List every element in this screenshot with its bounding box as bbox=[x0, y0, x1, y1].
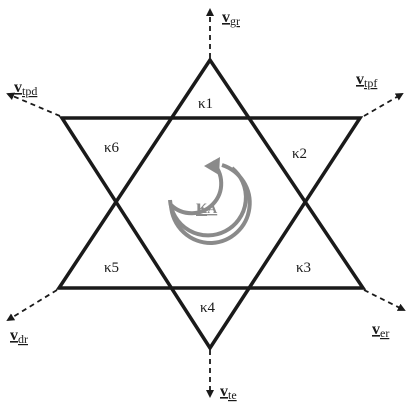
region-k4: κ4 bbox=[200, 300, 216, 316]
downward-triangle bbox=[58, 116, 364, 352]
vector-te-main: v bbox=[220, 383, 228, 400]
vector-te-sub: te bbox=[228, 388, 237, 402]
vector-dr-arrow bbox=[6, 289, 58, 322]
vector-tpd-main: v bbox=[14, 79, 22, 96]
vector-tpf-sub: tpf bbox=[364, 76, 377, 90]
vector-dr-label: vdr bbox=[10, 327, 28, 346]
vector-gr-main: v bbox=[222, 9, 230, 26]
center-main: κ bbox=[196, 196, 207, 218]
vector-gr-sub: gr bbox=[230, 14, 240, 28]
vector-tpd-label: vtpd bbox=[14, 79, 37, 98]
region-k1: κ1 bbox=[198, 96, 213, 112]
vector-tpd-sub: tpd bbox=[22, 84, 37, 98]
vector-gr-label: vgr bbox=[222, 9, 240, 28]
vector-tpd-arrow bbox=[6, 92, 61, 117]
vector-er-label: ver bbox=[372, 321, 389, 340]
rotation-arrow bbox=[168, 160, 252, 246]
region-k6: κ6 bbox=[104, 140, 120, 156]
center-label: κA bbox=[196, 196, 218, 218]
center-sub: A bbox=[207, 202, 218, 217]
vector-dr-sub: dr bbox=[18, 332, 28, 346]
vector-tpf-label: vtpf bbox=[356, 71, 377, 90]
rotation-arrowhead bbox=[204, 157, 220, 175]
vector-dr-main: v bbox=[10, 327, 18, 344]
region-k5: κ5 bbox=[104, 260, 119, 276]
vector-er-arrow bbox=[363, 289, 406, 311]
upward-triangle bbox=[55, 56, 367, 290]
region-k3: κ3 bbox=[296, 260, 311, 276]
region-k2: κ2 bbox=[292, 146, 307, 162]
vector-tpf-main: v bbox=[356, 71, 364, 88]
vector-er-sub: er bbox=[380, 326, 389, 340]
vector-te-label: vte bbox=[220, 383, 237, 402]
vector-er-main: v bbox=[372, 321, 380, 338]
rotation-arrow-curve bbox=[168, 166, 248, 238]
vector-tpf-arrow bbox=[363, 92, 404, 117]
